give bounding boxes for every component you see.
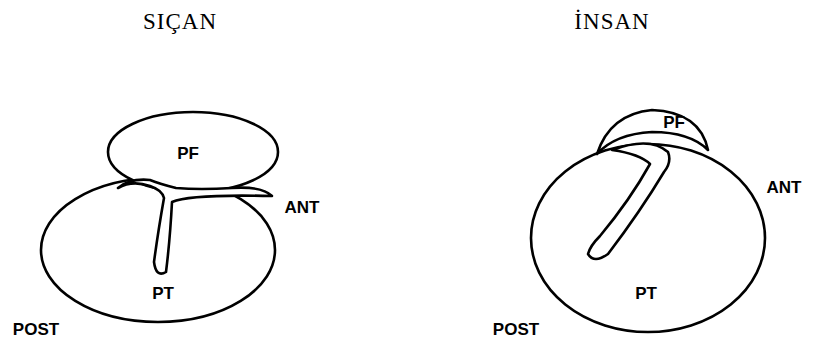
part-label: PT [152,285,174,304]
direction-label: POST [493,321,539,340]
human-section-outline [531,144,765,332]
part-label: PF [177,145,199,164]
rat-section-outline [41,178,275,322]
human-notch-outline [588,143,669,259]
part-label: PT [635,285,657,304]
rat-notch-outline [118,180,272,274]
direction-label: POST [13,321,59,340]
panel-heading: İNSAN [574,9,649,34]
part-label: PF [663,114,685,133]
direction-label: ANT [767,179,802,198]
direction-label: ANT [285,199,320,218]
panel-heading: SIÇAN [143,9,217,34]
